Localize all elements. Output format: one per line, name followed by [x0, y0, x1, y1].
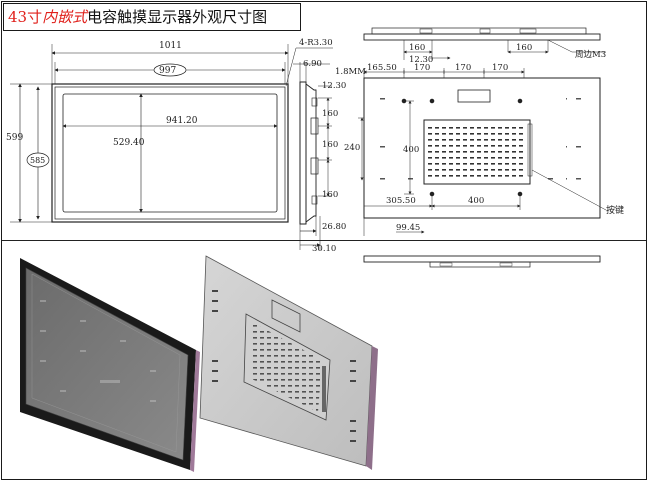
dim-rear-bottom-offset: 99.45	[396, 223, 420, 233]
dim-bezel-height: 585	[30, 156, 45, 165]
bottom-view	[363, 255, 601, 268]
perspective-front-render	[20, 258, 200, 472]
front-outer-frame	[51, 83, 289, 223]
dim-active-height: 529.40	[113, 138, 145, 148]
dim-depth-1: 26.80	[322, 222, 346, 232]
title-size: 43寸	[8, 8, 43, 26]
dim-corner-radius: 4-R3.30	[299, 38, 333, 48]
dim-side-top: 6.90	[303, 59, 322, 69]
top-view	[363, 27, 606, 60]
drawing-title: 43寸内嵌式电容触摸显示器外观尺寸图	[3, 3, 301, 31]
rear-label-plate	[457, 89, 491, 103]
dim-top-hole-offset: 12.30	[409, 55, 433, 65]
dim-vesa-width: 400	[468, 196, 484, 206]
dim-top-hole-2: 160	[516, 43, 532, 53]
callout-m3: 周边M3	[575, 49, 606, 60]
side-glass	[299, 81, 307, 225]
dim-overall-width: 1011	[159, 41, 182, 51]
dim-overall-height: 599	[6, 133, 23, 143]
dim-side-hole-2: 160	[322, 140, 338, 150]
side-housing	[305, 83, 317, 223]
title-type: 内嵌式	[42, 8, 88, 26]
dim-rear-1: 170	[414, 63, 430, 73]
dim-top-hole-1: 160	[409, 43, 425, 53]
dim-side-hole-3: 160	[322, 190, 338, 200]
dim-rear-3: 170	[492, 63, 508, 73]
front-bezel	[54, 86, 286, 220]
rear-panel	[363, 77, 601, 219]
dim-depth-2: 30.10	[312, 244, 336, 254]
front-active-area	[62, 93, 278, 213]
perspective-rear-render	[199, 255, 378, 470]
callout-button: 按键	[606, 204, 624, 216]
section-divider	[2, 240, 646, 241]
rear-vesa-plate	[423, 119, 531, 185]
dim-glass-thickness: 1.8MM	[335, 67, 366, 77]
rear-view	[358, 68, 607, 236]
front-view	[10, 44, 333, 223]
dim-rear-2: 170	[455, 63, 471, 73]
dim-rear-left-offset: 305.50	[386, 196, 416, 206]
dim-rear-offset: 165.50	[367, 63, 397, 73]
dim-bezel-width: 997	[159, 66, 176, 76]
dim-side-height: 240	[344, 143, 360, 153]
rear-button-strip	[527, 123, 533, 177]
dim-vesa-height: 400	[403, 145, 419, 155]
side-view	[293, 62, 332, 250]
title-rest: 电容触摸显示器外观尺寸图	[87, 8, 268, 26]
dim-side-hole-1: 160	[322, 109, 338, 119]
dim-active-width: 941.20	[166, 116, 198, 126]
dim-side-hole-offset: 12.30	[322, 81, 346, 91]
